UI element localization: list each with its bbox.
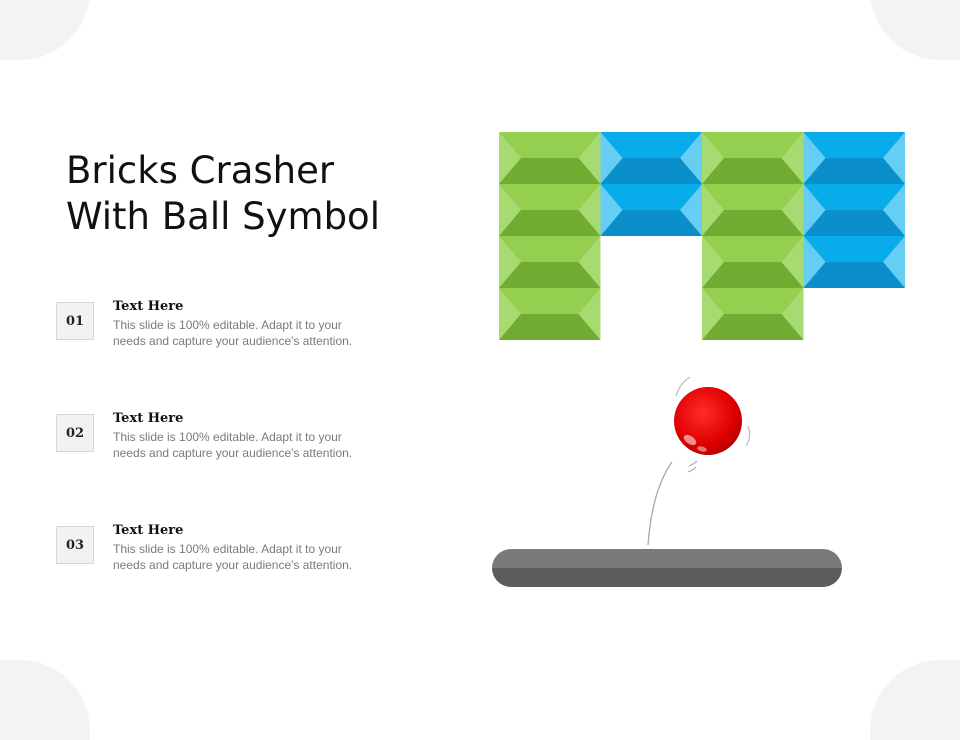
ball-motion-trail xyxy=(675,376,691,397)
brick-face-top xyxy=(803,184,905,210)
item-heading: Text Here xyxy=(113,299,184,314)
brick-face-top xyxy=(803,236,905,262)
brick-face-bottom xyxy=(499,262,601,288)
list-item: 03 Text Here This slide is 100% editable… xyxy=(56,523,396,586)
brick-face-top xyxy=(600,184,702,210)
brick-face-top xyxy=(600,132,702,158)
brick-face-top xyxy=(499,288,601,314)
brick-face-top xyxy=(499,236,601,262)
ball-motion-trail xyxy=(647,461,673,546)
brick-face-bottom xyxy=(499,158,601,184)
brick-face-top xyxy=(702,184,804,210)
brick-face-bottom xyxy=(702,210,804,236)
brick-face-top xyxy=(702,132,804,158)
brick-face-top xyxy=(499,132,601,158)
item-number-badge: 02 xyxy=(56,414,94,452)
brick-face-bottom xyxy=(803,262,905,288)
paddle-bottom xyxy=(492,568,842,587)
paddle xyxy=(492,549,842,587)
brick-face-bottom xyxy=(702,314,804,340)
brick-face-top xyxy=(803,132,905,158)
brick-face-bottom xyxy=(702,262,804,288)
ball-icon xyxy=(674,387,742,455)
brick-face-top xyxy=(702,236,804,262)
slide-title-line-1: Bricks Crasher xyxy=(66,149,335,192)
slide-title: Bricks Crasher With Ball Symbol xyxy=(66,148,466,240)
brick-face-bottom xyxy=(600,158,702,184)
brick-face-top xyxy=(702,288,804,314)
ball-motion-trail xyxy=(688,460,698,467)
slide-title-line-2: With Ball Symbol xyxy=(66,195,380,238)
item-number-badge: 03 xyxy=(56,526,94,564)
list-item: 01 Text Here This slide is 100% editable… xyxy=(56,299,396,362)
item-heading: Text Here xyxy=(113,411,184,426)
brick-face-top xyxy=(499,184,601,210)
item-description: This slide is 100% editable. Adapt it to… xyxy=(113,542,353,572)
ball-motion-trail xyxy=(687,466,697,473)
ball-motion-trail xyxy=(745,425,751,447)
item-heading: Text Here xyxy=(113,523,184,538)
paddle-top xyxy=(492,549,842,568)
item-description: This slide is 100% editable. Adapt it to… xyxy=(113,430,353,460)
brick-wall-graphic xyxy=(499,132,905,546)
item-description: This slide is 100% editable. Adapt it to… xyxy=(113,318,353,348)
brick-face-bottom xyxy=(702,158,804,184)
brick-face-bottom xyxy=(803,158,905,184)
brick-face-bottom xyxy=(499,210,601,236)
brick-face-bottom xyxy=(803,210,905,236)
brick-face-bottom xyxy=(499,314,601,340)
list-item: 02 Text Here This slide is 100% editable… xyxy=(56,411,396,474)
item-number-badge: 01 xyxy=(56,302,94,340)
brick-face-bottom xyxy=(600,210,702,236)
